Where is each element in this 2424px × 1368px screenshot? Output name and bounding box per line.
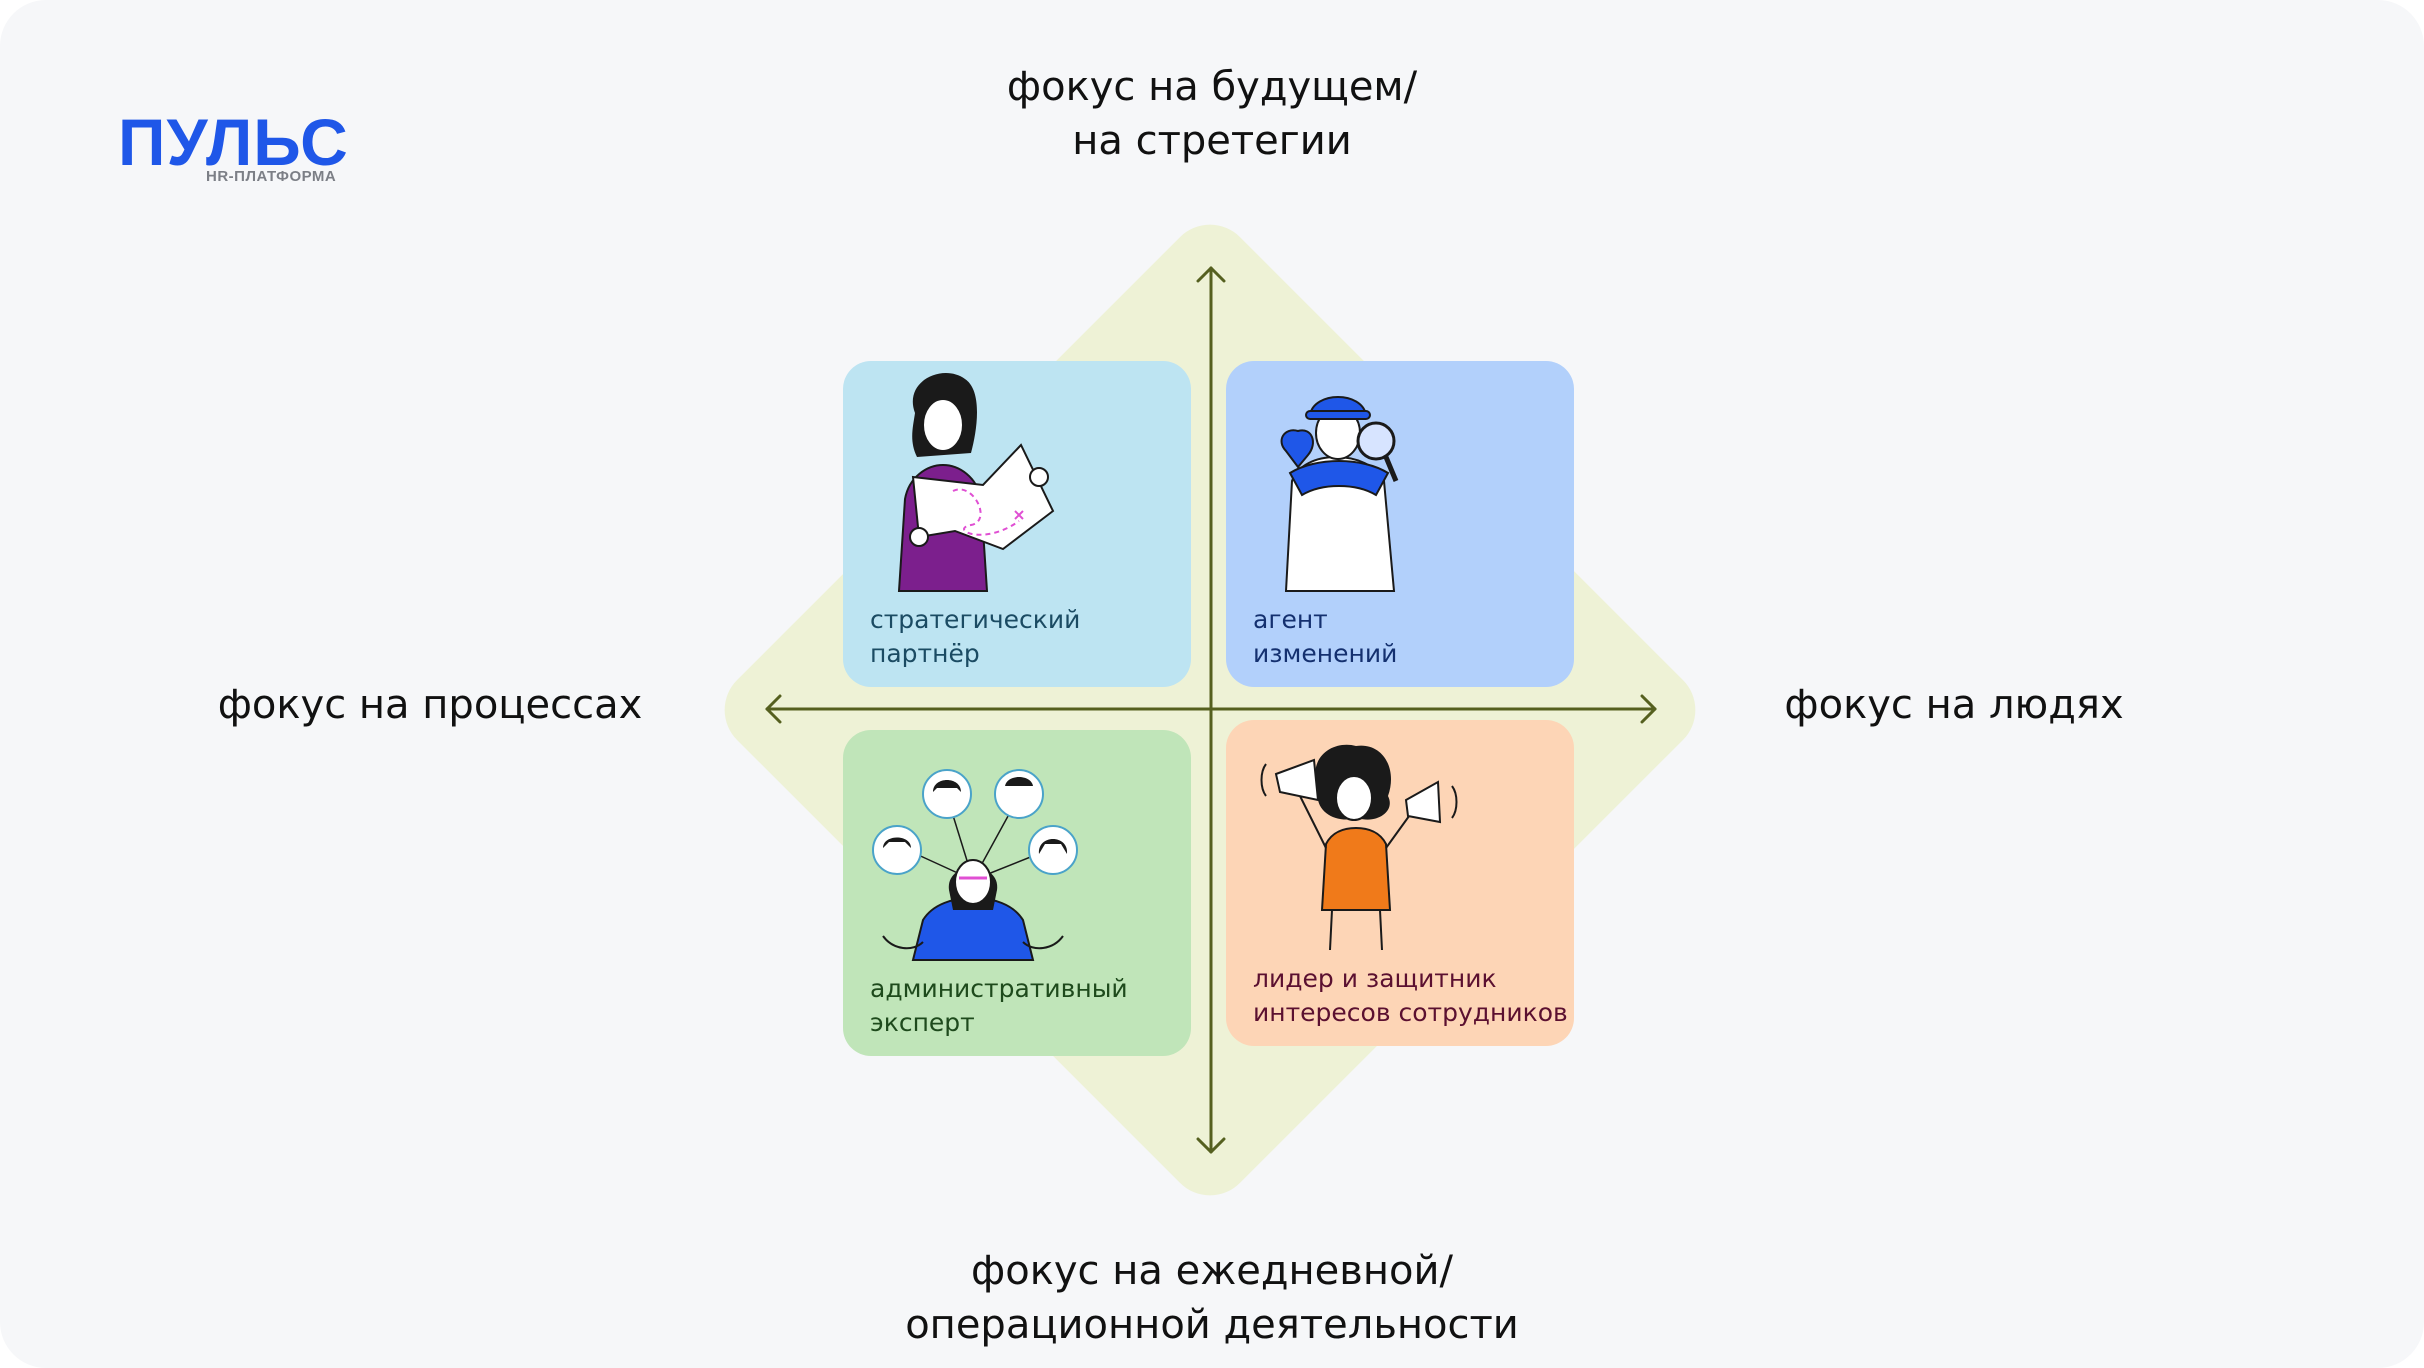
person-with-megaphones-illustration: [1260, 744, 1458, 951]
quadrant-label-line-2: интересов сотрудников: [1253, 998, 1568, 1027]
logo: ПУЛЬС HR-ПЛАТФОРМА: [118, 105, 349, 185]
quadrant-leader-and-advocate: лидер и защитник интересов сотрудников: [1226, 720, 1574, 1046]
quadrant-label: административный эксперт: [870, 972, 1128, 1040]
quadrant-label-line-1: стратегический: [870, 605, 1081, 634]
axis-bottom-line-2: операционной деятельности: [905, 1302, 1519, 1348]
woman-with-team-network-illustration: [872, 769, 1078, 961]
quadrant-label: стратегический партнёр: [870, 603, 1080, 671]
arrow-left-icon: [765, 694, 782, 724]
avatar: [872, 825, 922, 875]
quadrant-label: лидер и защитник интересов сотрудников: [1253, 962, 1568, 1030]
quadrant-change-agent: агент изменений: [1226, 361, 1574, 687]
quadrant-label: агент изменений: [1253, 603, 1397, 671]
arrow-up-icon: [1196, 266, 1226, 283]
axis-label-left: фокус на процессах: [217, 682, 643, 728]
axis-label-right: фокус на людях: [1784, 682, 2124, 728]
logo-subtitle: HR-ПЛАТФОРМА: [206, 168, 337, 185]
woman-with-map-illustration: [897, 373, 1055, 592]
quadrant-label-line-1: административный: [870, 974, 1128, 1003]
quadrant-label-line-2: изменений: [1253, 639, 1398, 668]
quadrant-label-line-2: партнёр: [870, 639, 980, 668]
arrow-down-icon: [1196, 1137, 1226, 1154]
avatar: [1028, 825, 1078, 875]
quadrant-label-line-2: эксперт: [870, 1008, 975, 1037]
logo-name: ПУЛЬС: [118, 105, 349, 179]
quadrant-label-line-1: лидер и защитник: [1253, 964, 1497, 993]
axis-top-line-2: на стретегии: [1072, 118, 1352, 164]
axis-label-top: фокус на будущем/ на стретегии: [912, 60, 1512, 168]
detective-with-magnifier-illustration: [1280, 396, 1399, 592]
axis-bottom-line-1: фокус на ежедневной/: [971, 1248, 1453, 1294]
quadrant-label-line-1: агент: [1253, 605, 1328, 634]
axis-top-line-1: фокус на будущем/: [1006, 64, 1418, 110]
arrow-right-icon: [1640, 694, 1657, 724]
quadrant-administrative-expert: административный эксперт: [843, 730, 1191, 1056]
avatar: [922, 769, 972, 819]
quadrant-strategic-partner: стратегический партнёр: [843, 361, 1191, 687]
axis-label-bottom: фокус на ежедневной/ операционной деятел…: [862, 1244, 1562, 1352]
